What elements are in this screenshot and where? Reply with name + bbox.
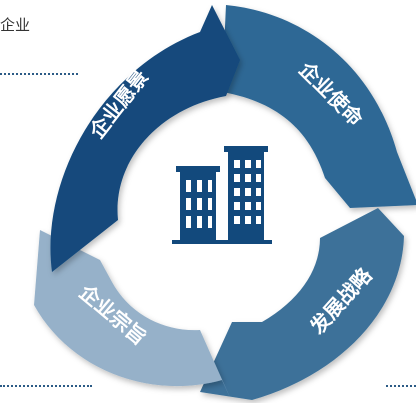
dotted-divider-bottom-right	[386, 385, 416, 387]
vision-segment	[50, 5, 241, 272]
purpose-segment	[34, 230, 232, 402]
office-buildings-icon	[172, 146, 272, 244]
dotted-divider-top	[0, 73, 78, 75]
mission-segment	[222, 5, 416, 208]
corner-label: 企业	[0, 16, 31, 34]
strategy-segment	[200, 208, 404, 400]
dotted-divider-bottom-left	[0, 385, 92, 387]
